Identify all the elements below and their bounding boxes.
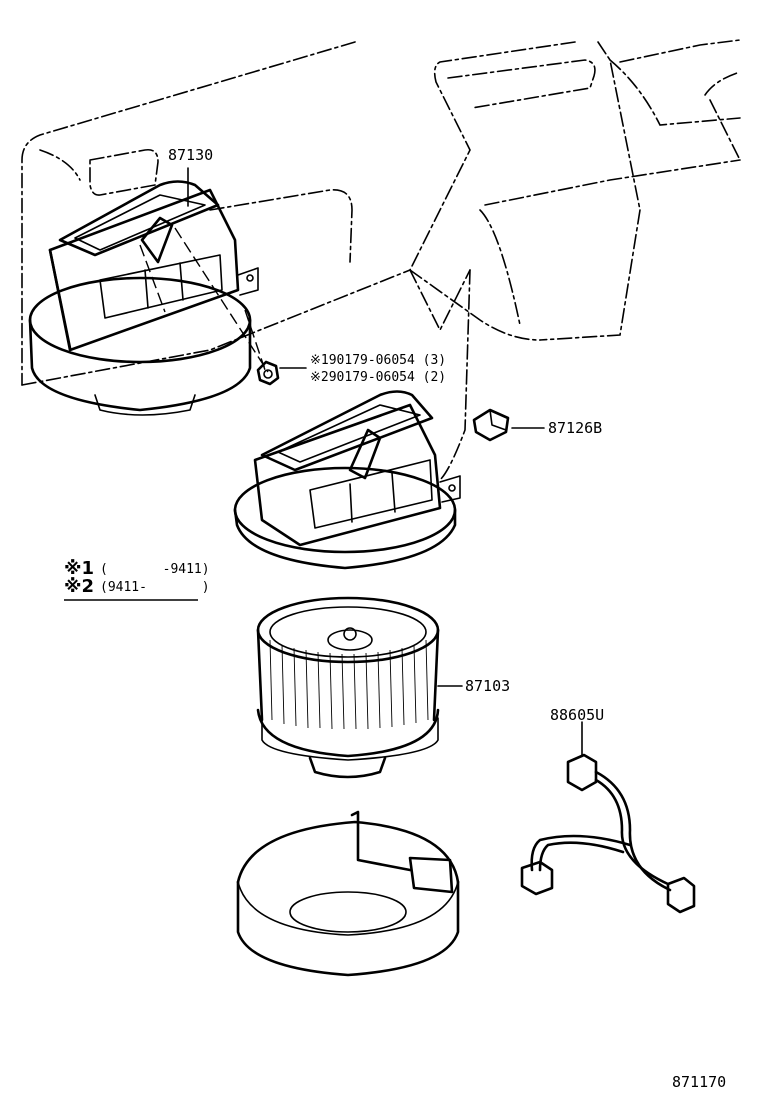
blower-assembly-installed bbox=[28, 180, 259, 416]
blower-housing bbox=[233, 390, 461, 570]
label-88605u: 88605U bbox=[550, 706, 604, 724]
dashboard-outline bbox=[21, 39, 741, 481]
blower-lower-case bbox=[236, 810, 460, 977]
figure-number: 871170 bbox=[672, 1073, 726, 1091]
legend-range-2: (9411- ) bbox=[100, 580, 210, 595]
clip-87126b bbox=[472, 408, 545, 442]
label-screw-1: ※190179-06054 (3) bbox=[310, 353, 446, 368]
legend-mark-1: ※1 bbox=[64, 558, 94, 579]
blower-motor-87103 bbox=[256, 596, 463, 779]
legend-mark-2: ※2 bbox=[64, 576, 94, 597]
label-screw-2: ※290179-06054 (2) bbox=[310, 370, 446, 385]
legend-range-1: ( -9411) bbox=[100, 562, 210, 577]
wire-harness-88605u bbox=[520, 721, 696, 914]
legend: ※1 ( -9411) ※2 (9411- ) bbox=[64, 558, 210, 601]
label-87103: 87103 bbox=[465, 677, 510, 695]
label-87126b: 87126B bbox=[548, 419, 602, 437]
screw-part bbox=[256, 360, 307, 386]
label-87130: 87130 bbox=[168, 146, 213, 164]
